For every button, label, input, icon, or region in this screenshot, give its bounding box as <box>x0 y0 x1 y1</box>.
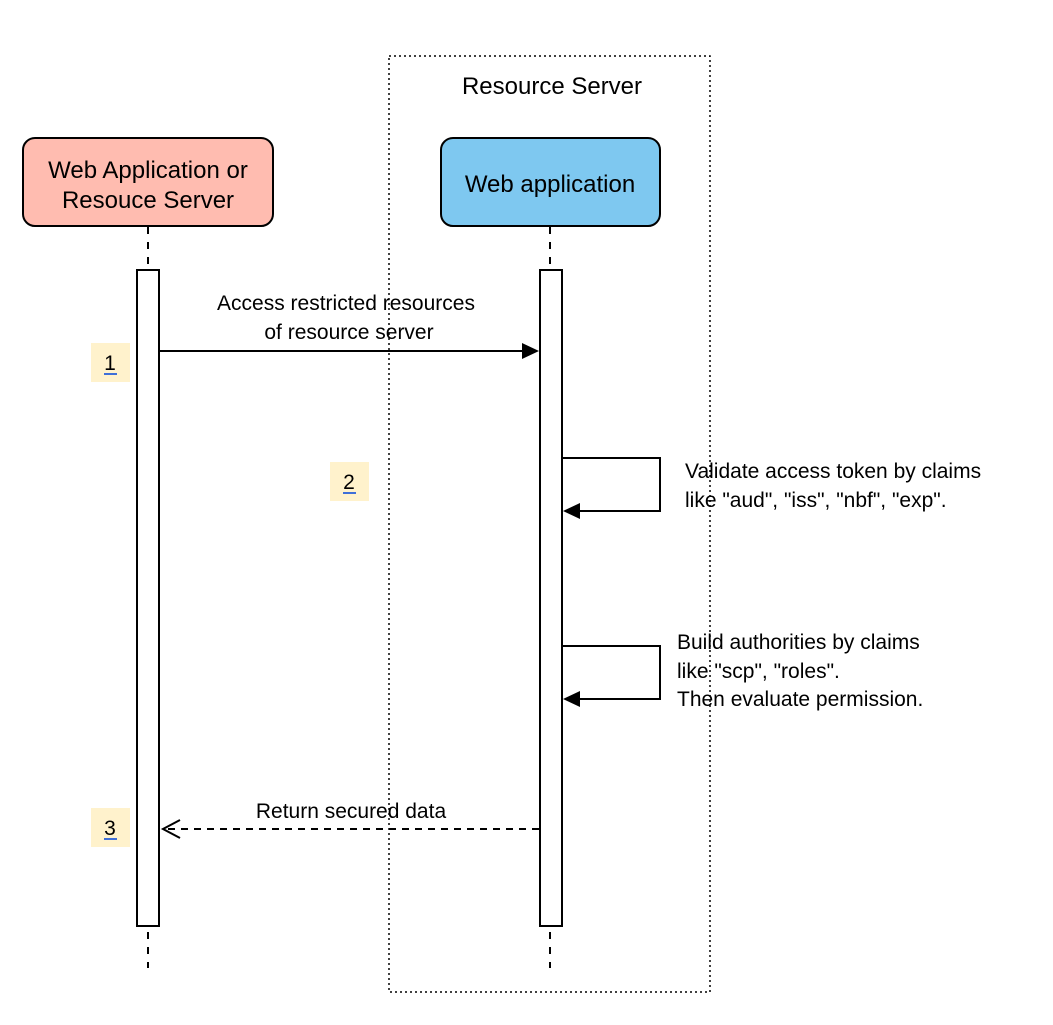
message-validate-loop <box>562 457 661 512</box>
message-access-arrowhead <box>522 343 539 359</box>
step-badge-1: 1 <box>91 343 130 382</box>
activation-bar-webapp <box>539 269 563 927</box>
message-build-loop <box>562 645 661 700</box>
step-badge-1-label: 1 <box>104 352 116 375</box>
participant-webapp-label: Web application <box>465 171 635 198</box>
participant-client-label-line1: Web Application or <box>48 157 248 184</box>
message-build-label-line2: like "scp", "roles". <box>677 660 840 683</box>
activation-bar-client <box>136 269 160 927</box>
step-badge-1-bg <box>91 343 130 382</box>
message-return: Return secured data <box>160 800 539 839</box>
message-access-label-line1: Access restricted resources <box>217 292 475 315</box>
message-return-arrowhead <box>160 819 181 839</box>
message-validate-arrowhead <box>563 503 580 519</box>
message-validate-label-line2: like "aud", "iss", "nbf", "exp". <box>685 489 947 512</box>
message-validate-label-line1: Validate access token by claims <box>685 460 981 483</box>
participant-client-box <box>22 137 274 227</box>
participant-webapp: Web application <box>440 137 661 227</box>
step-badge-3-label: 3 <box>104 817 116 840</box>
step-badge-2: 2 <box>330 462 369 501</box>
boundary-title: Resource Server <box>462 73 642 100</box>
step-badge-2-label: 2 <box>343 471 355 494</box>
step-badge-2-bg <box>330 462 369 501</box>
message-validate: Validate access token by claims like "au… <box>562 457 981 519</box>
message-build-arrowhead <box>563 691 580 707</box>
participant-client-label-line2: Resouce Server <box>62 187 234 214</box>
message-access: Access restricted resources of resource … <box>160 292 539 359</box>
resource-server-boundary <box>388 55 711 993</box>
message-build: Build authorities by claims like "scp", … <box>562 631 923 711</box>
message-build-label-line3: Then evaluate permission. <box>677 688 923 711</box>
step-badge-3: 3 <box>91 808 130 847</box>
message-access-label-line2: of resource server <box>264 321 433 344</box>
message-return-label: Return secured data <box>256 800 447 823</box>
message-build-label-line1: Build authorities by claims <box>677 631 920 654</box>
participant-webapp-box <box>440 137 661 227</box>
step-badge-3-bg <box>91 808 130 847</box>
participant-client: Web Application or Resouce Server <box>22 137 274 227</box>
